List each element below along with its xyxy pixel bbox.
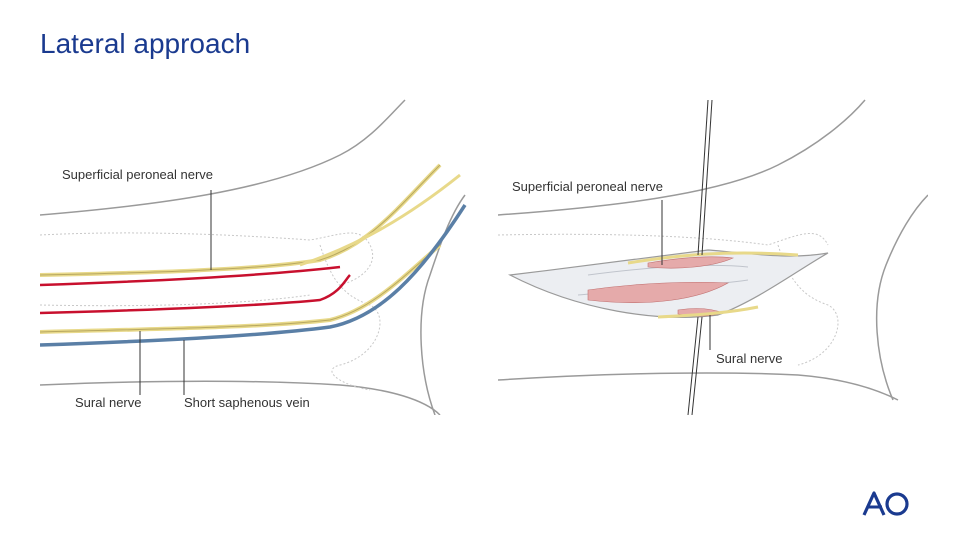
sural-nerve-label: Sural nerve [75,395,142,410]
left-illustration: Superficial peroneal nerve Sural nerve S… [40,95,480,415]
short-saphenous-vein-label: Short saphenous vein [184,395,310,410]
superficial-peroneal-nerve-label: Superficial peroneal nerve [62,167,214,182]
superficial-peroneal-nerve-label: Superficial peroneal nerve [512,179,664,194]
surgical-incision-drawing [498,99,928,416]
ao-logo-mark [862,491,909,516]
ankle-anatomy-drawing [40,99,467,415]
right-illustration: Superficial peroneal nerve Sural nerve [498,95,928,420]
ao-logo [862,491,912,522]
sural-nerve-label: Sural nerve [716,351,783,366]
slide-title: Lateral approach [40,28,251,59]
